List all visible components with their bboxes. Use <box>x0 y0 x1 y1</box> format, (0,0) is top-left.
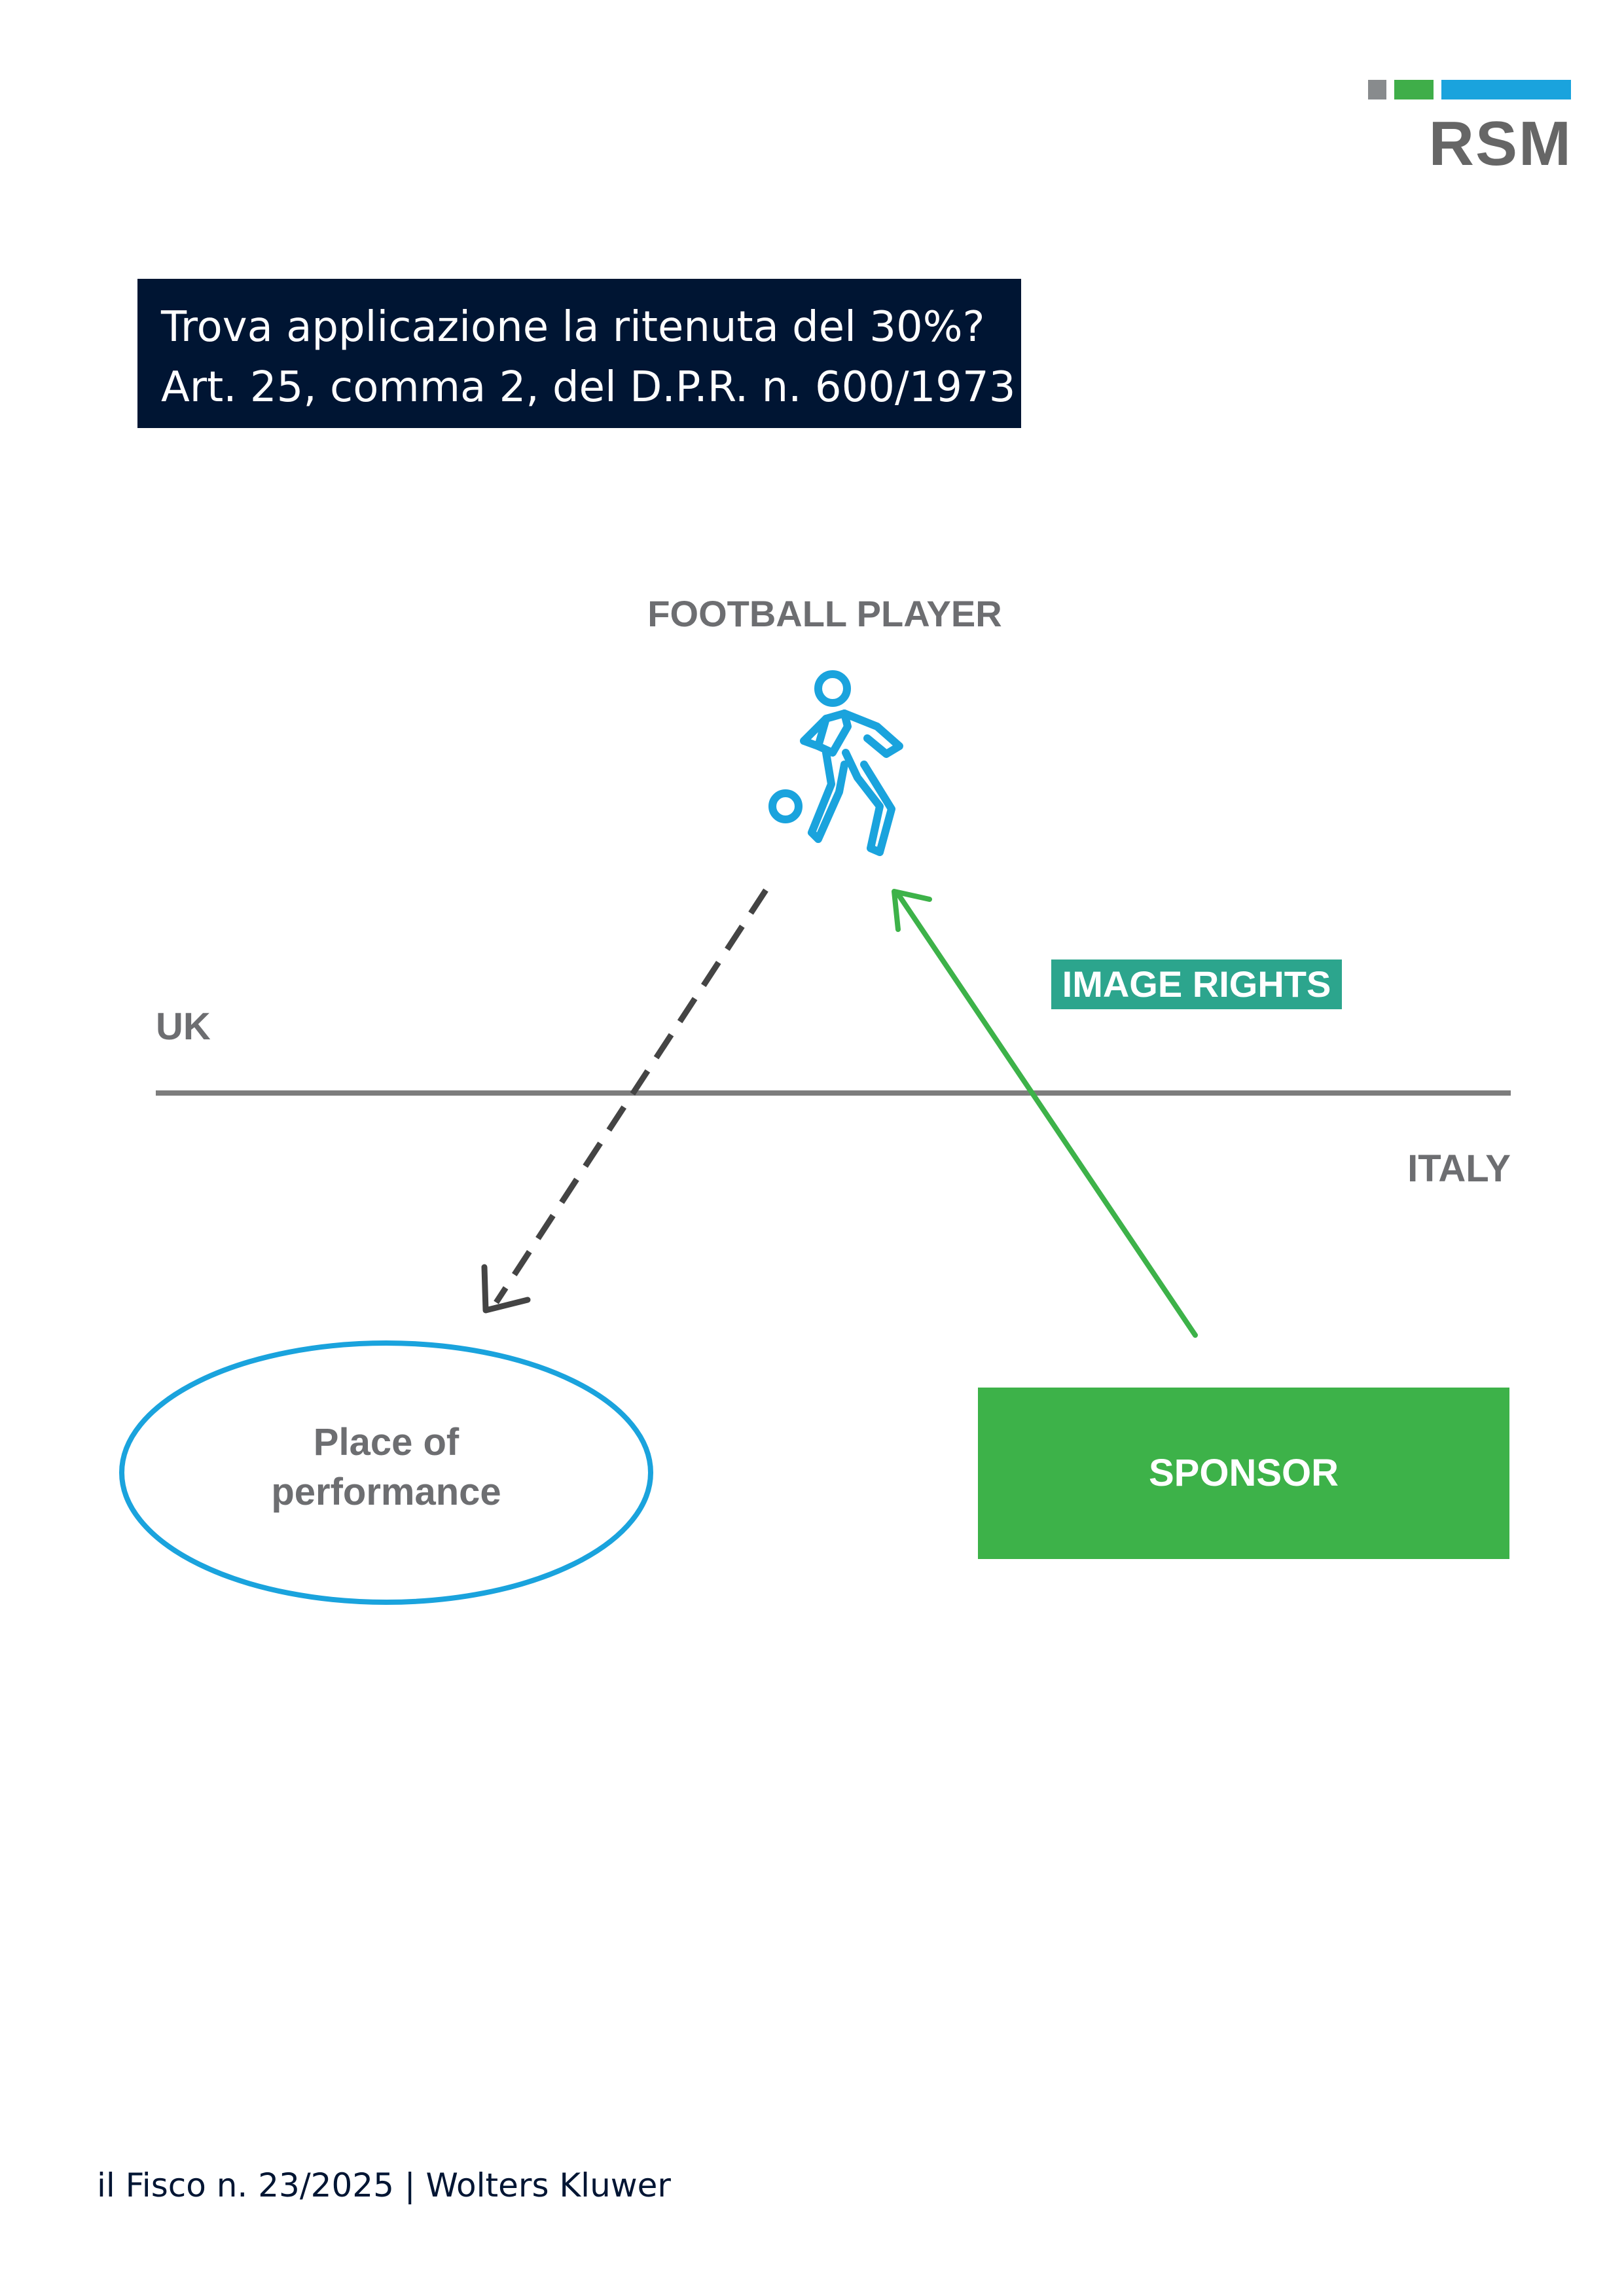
rsm-logo-text: RSM <box>1428 109 1572 179</box>
sponsor-box: SPONSOR <box>978 1388 1509 1559</box>
player-front-arm <box>840 709 903 758</box>
image-rights-arrow <box>892 889 1198 1338</box>
place-label-line-1: Place of <box>313 1421 460 1463</box>
place-of-performance-ellipse <box>119 1340 653 1605</box>
football-player-label: FOOTBALL PLAYER <box>647 593 1002 634</box>
logo-bar-grey <box>1368 80 1386 99</box>
rsm-logo-bars <box>1368 80 1571 99</box>
player-head <box>814 670 851 707</box>
football-player-icon <box>768 670 903 856</box>
logo-bar-blue <box>1441 80 1571 99</box>
uk-label: UK <box>156 1005 211 1048</box>
sponsor-label: SPONSOR <box>1148 1452 1339 1494</box>
image-rights-tag: IMAGE RIGHTS <box>1051 960 1342 1009</box>
title-line-1: Trova applicazione la ritenuta del 30%? <box>161 303 985 351</box>
footer-source: il Fisco n. 23/2025 | Wolters Kluwer <box>97 2166 671 2204</box>
title-line-2: Art. 25, comma 2, del D.P.R. n. 600/1973 <box>161 363 1016 412</box>
title-box: Trova applicazione la ritenuta del 30%? … <box>137 279 1021 428</box>
player-back-leg <box>808 749 848 843</box>
player-back-arm <box>800 715 830 750</box>
place-of-performance-label: Place of performance <box>170 1418 602 1517</box>
place-label-line-2: performance <box>271 1471 501 1513</box>
italy-label: ITALY <box>1407 1147 1511 1190</box>
football-ball <box>768 789 803 823</box>
dashed-arrow-to-place <box>481 888 768 1314</box>
player-front-leg <box>842 749 895 856</box>
logo-bar-green <box>1394 80 1434 99</box>
